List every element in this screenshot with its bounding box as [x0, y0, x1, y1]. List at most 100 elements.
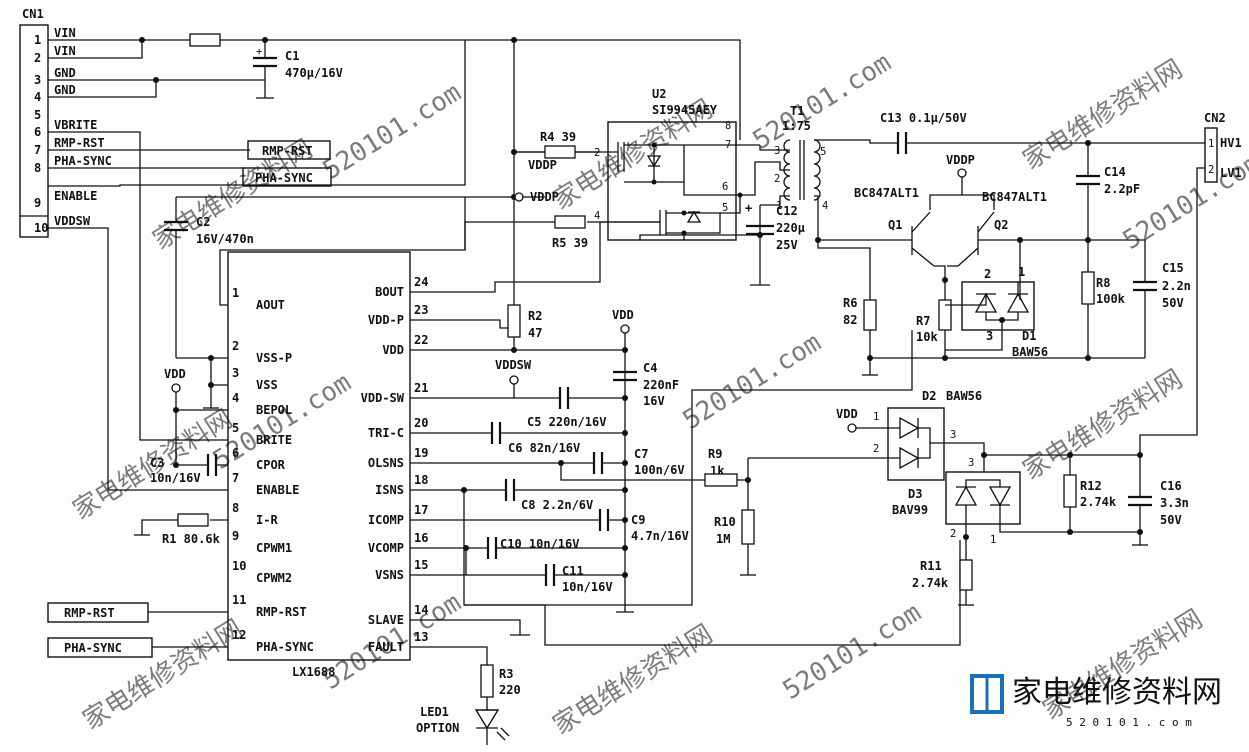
resistor-r2	[507, 304, 521, 338]
svg-text:3: 3	[986, 329, 993, 343]
t1-pin-3: 3	[774, 145, 780, 157]
lx1688-left-pin-number: 10	[232, 559, 246, 573]
resistor-r1	[177, 513, 209, 527]
lx1688-right-pin-number: 14	[414, 603, 428, 617]
lx1688-right-pin-name: VDD-P	[368, 313, 404, 327]
lx1688-left-pin-name: CPOR	[256, 458, 286, 472]
watermark-text-cn: 家电维修资料网	[1018, 54, 1188, 176]
c15-value: 2.2n	[1162, 279, 1191, 293]
u2-pin-4: 4	[594, 210, 600, 222]
cn1-pin-number: 6	[34, 125, 41, 139]
resistor-r12	[1063, 474, 1077, 508]
r12-value: 2.74k	[1080, 495, 1117, 509]
cn2-pin-1-label: HV1	[1220, 136, 1242, 150]
u2-body	[607, 121, 737, 241]
cn1-pin-number: 8	[34, 161, 41, 175]
cn2-pin-1: 1	[1208, 138, 1214, 150]
r6-value: 82	[843, 313, 857, 327]
lx1688-left-pin-number: 3	[232, 366, 239, 380]
r7-value: 10k	[916, 330, 938, 344]
cn1-wires	[48, 37, 466, 491]
resistor-r10	[741, 509, 755, 545]
cn1-body	[19, 24, 49, 238]
c15-ref: C15	[1162, 261, 1184, 275]
lx1688-left-pin-number: 11	[232, 593, 246, 607]
c11-value: 10n/16V	[562, 580, 613, 594]
c10-value: C10 10n/16V	[500, 537, 579, 551]
resistor-r4	[544, 145, 576, 159]
transformer-t1: T1 1:75 3 2 1 5 4	[760, 104, 898, 243]
cn1-ref: CN1	[22, 7, 44, 21]
lx1688-right-pin-number: 17	[414, 503, 428, 517]
input-resistor	[189, 33, 221, 47]
t1-ratio: 1:75	[782, 119, 811, 133]
diode-d2: D2 BAW56 VDD 1 2 3	[748, 389, 985, 481]
vddp-label-mid: VDDP	[528, 158, 557, 172]
lx1688-right-pin-name: BOUT	[375, 285, 404, 299]
lx1688-left-pin-name: CPWM1	[256, 541, 292, 555]
lx1688-left-pin-number: 2	[232, 339, 239, 353]
ic-lx1688: LX1688 1AOUT2VSS-P3VSS4BEPOL5BRITE6CPOR7…	[227, 251, 428, 679]
lx1688-right-pin-name: SLAVE	[368, 613, 404, 627]
c4-value: 220nF	[643, 378, 679, 392]
diode-d1: 2 1 3 D1 BAW56	[945, 265, 1048, 359]
cn1-pin-label: VIN	[54, 26, 76, 40]
c14-value: 2.2pF	[1104, 182, 1140, 196]
d1-ref: D1	[1022, 329, 1036, 343]
r12-ref: R12	[1080, 479, 1102, 493]
resistor-r8	[1081, 271, 1095, 305]
connector-cn2: CN2 1 2 HV1 LV1	[1139, 111, 1242, 455]
resistors-r9-r10: R9 1k R10 1M	[704, 447, 756, 576]
lx1688-right-pin-name: VDD-SW	[361, 391, 405, 405]
d3-part: BAV99	[892, 503, 928, 517]
lx1688-left-pin-name: I-R	[256, 513, 278, 527]
lx1688-left-pin-name: PHA-SYNC	[256, 640, 314, 654]
watermark-text-site: 520101.com	[318, 78, 467, 186]
r10-value: 1M	[716, 532, 730, 546]
c7-value: 100n/6V	[634, 463, 685, 477]
rmp-rst-label: RMP-RST	[262, 144, 313, 158]
t1-pin-5: 5	[820, 146, 826, 158]
lx1688-left-pin-name: ENABLE	[256, 483, 299, 497]
lx1688-left-pin-number: 5	[232, 421, 239, 435]
cn1-pin-label: PHA-SYNC	[54, 154, 112, 168]
c12-value: 220μ	[776, 221, 805, 235]
cn1-pin-label: VDDSW	[54, 214, 91, 228]
cn1-pin-number: 3	[34, 73, 41, 87]
lx1688-right-pin-number: 21	[414, 381, 428, 395]
led1-ref: LED1	[420, 705, 449, 719]
lx1688-right-pin-number: 20	[414, 416, 428, 430]
t1-pin-4: 4	[822, 200, 828, 212]
cn2-pin-2: 2	[1208, 164, 1214, 176]
lx1688-left-pin-number: 1	[232, 286, 239, 300]
logo-name: 家电维修资料网	[1012, 675, 1222, 710]
cn2-pin-2-label: LV1	[1220, 166, 1242, 180]
c3-ref: C3	[150, 456, 164, 470]
lx1688-left-pin-number: 9	[232, 529, 239, 543]
capacitors-c14-c15: C14 2.2pF C15 2.2n 50V	[1076, 143, 1191, 358]
lx1688-right-pin-name: ISNS	[375, 483, 404, 497]
capacitor-c13: C13 0.1μ/50V	[880, 111, 1205, 154]
svg-text:3: 3	[968, 457, 974, 469]
r11-value: 2.74k	[912, 576, 949, 590]
svg-text:+: +	[256, 46, 262, 58]
lx1688-left-pin-number: 12	[232, 628, 246, 642]
r12-c16: R12 2.74k C16 3.3n 50V	[1063, 455, 1189, 546]
d1-body	[961, 281, 1035, 331]
q1-part: BC847ALT1	[854, 186, 919, 200]
pha-sync-label: PHA-SYNC	[255, 171, 313, 185]
c12-ref: C12	[776, 204, 798, 218]
lx1688-body	[227, 251, 411, 661]
c4-volt: 16V	[643, 394, 665, 408]
c13-value: C13 0.1μ/50V	[880, 111, 967, 125]
lx1688-right-pin-name: TRI-C	[368, 426, 404, 440]
resistor-r3	[480, 664, 494, 698]
cn1-pin-label: VBRITE	[54, 118, 97, 132]
t1-secondary	[813, 139, 821, 201]
watermark-text-cn: 家电维修资料网	[548, 619, 718, 741]
r2-value: 47	[528, 326, 542, 340]
r6-ref: R6	[843, 296, 857, 310]
r3-ref: R3	[499, 667, 513, 681]
u2-pin-6: 6	[722, 181, 728, 193]
c1-value: 470μ/16V	[285, 66, 343, 80]
